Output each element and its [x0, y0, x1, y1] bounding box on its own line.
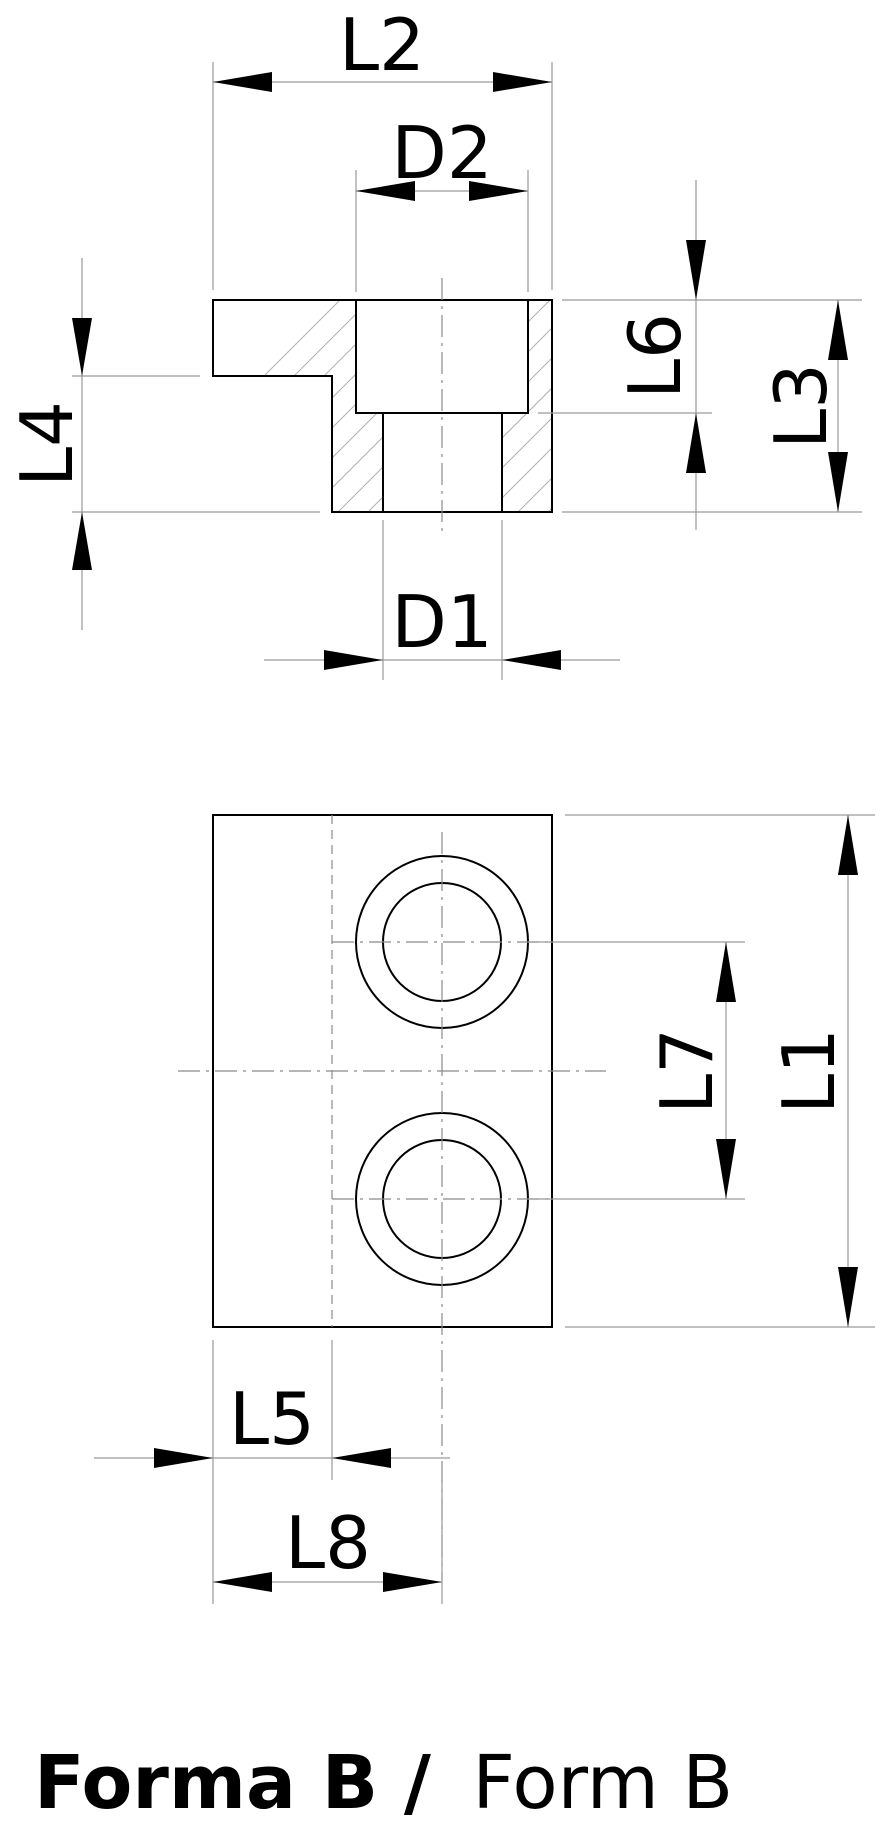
dimension-d2: D2	[355, 111, 529, 292]
caption-regular: Form B	[472, 1740, 733, 1826]
label-d2: D2	[391, 111, 492, 195]
label-l6: L6	[613, 313, 697, 399]
dimension-l7: L7	[528, 941, 745, 1200]
label-l5: L5	[229, 1377, 315, 1461]
dimension-d1: D1	[264, 520, 620, 680]
dimension-l3: L3	[562, 299, 862, 513]
caption: Forma B / Form B	[34, 1740, 733, 1826]
section-outline	[212, 299, 553, 513]
dimension-l4: L4	[5, 258, 320, 630]
label-d1: D1	[391, 580, 492, 664]
label-l3: L3	[759, 363, 843, 449]
label-l8: L8	[285, 1501, 371, 1585]
dimension-l6: L6	[538, 180, 712, 530]
plan-view: L7 L1 L5 L8	[94, 814, 875, 1604]
dimension-l2: L2	[212, 3, 553, 290]
label-l1: L1	[767, 1028, 851, 1114]
label-l2: L2	[339, 3, 425, 87]
dimension-l8: L8	[212, 1480, 443, 1604]
label-l7: L7	[645, 1028, 729, 1114]
section-view: L2 D2 L4 L6	[5, 3, 862, 680]
dimension-l5: L5	[94, 1340, 450, 1480]
label-l4: L4	[5, 401, 89, 487]
caption-bold: Forma B /	[34, 1740, 432, 1826]
dimension-l1: L1	[565, 814, 875, 1328]
